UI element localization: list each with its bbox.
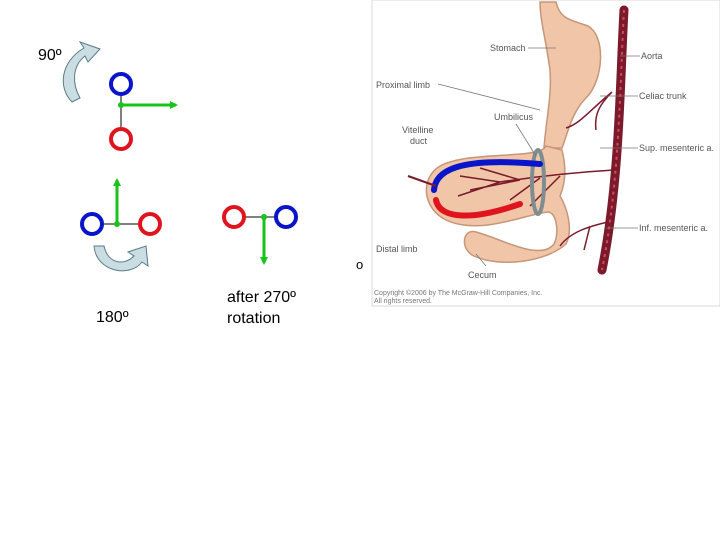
rotation-270-line2: rotation xyxy=(227,310,281,327)
red-ring-90 xyxy=(109,127,133,151)
curved-arrow-180-icon xyxy=(93,245,149,272)
red-ring-180 xyxy=(138,212,162,236)
label-inf-mesenteric: Inf. mesenteric a. xyxy=(639,223,708,233)
label-vitelline-duct-2: duct xyxy=(410,136,428,146)
gut-illustration: Stomach Aorta Proximal limb Celiac trunk… xyxy=(371,0,720,307)
blue-limb-trace xyxy=(431,159,543,193)
label-sup-mesenteric: Sup. mesenteric a. xyxy=(639,143,714,153)
rotation-180-group xyxy=(80,178,162,236)
label-vitelline-duct: Vitelline xyxy=(402,125,433,135)
label-cecum: Cecum xyxy=(468,270,497,280)
blue-ring-270 xyxy=(274,205,298,229)
label-stomach: Stomach xyxy=(490,43,526,53)
blue-ring-90 xyxy=(109,72,133,96)
copyright-line2: All rights reserved. xyxy=(374,298,432,305)
label-aorta: Aorta xyxy=(641,51,663,61)
stomach-shape xyxy=(539,1,602,149)
rotation-270-label: after 270º rotation xyxy=(227,287,296,329)
green-pivot-dot xyxy=(118,102,124,108)
red-ring-270 xyxy=(222,205,246,229)
rotation-90-label: 90º xyxy=(38,47,62,64)
rotation-270-group xyxy=(222,205,298,265)
red-limb-trace xyxy=(433,197,523,219)
rotation-270-line1: after 270º xyxy=(227,289,296,306)
rotation-90-group xyxy=(109,72,178,151)
curved-arrow-90-icon xyxy=(62,41,101,103)
label-umbilicus: Umbilicus xyxy=(494,112,534,122)
blue-ring-180 xyxy=(80,212,104,236)
rotation-180-label: 180º xyxy=(96,309,129,326)
label-proximal-limb: Proximal limb xyxy=(376,80,430,90)
umbilicus-ring xyxy=(530,148,546,216)
stray-letter: o xyxy=(356,257,364,272)
copyright-line1: Copyright ©2006 by The McGraw-Hill Compa… xyxy=(374,289,542,297)
label-distal-limb: Distal limb xyxy=(376,244,418,254)
label-celiac-trunk: Celiac trunk xyxy=(639,91,687,101)
